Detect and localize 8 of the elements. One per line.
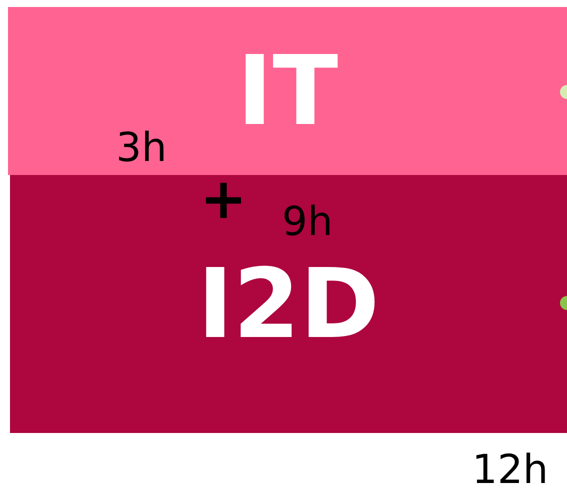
band bbox=[10, 175, 567, 433]
duration-label: 12h bbox=[472, 450, 548, 490]
band bbox=[8, 7, 567, 175]
duration-label: 3h bbox=[116, 128, 167, 168]
plus-sign: + bbox=[200, 172, 247, 228]
band-title: IT bbox=[236, 43, 338, 139]
duration-label: 9h bbox=[282, 202, 333, 242]
band-title: I2D bbox=[197, 256, 380, 352]
